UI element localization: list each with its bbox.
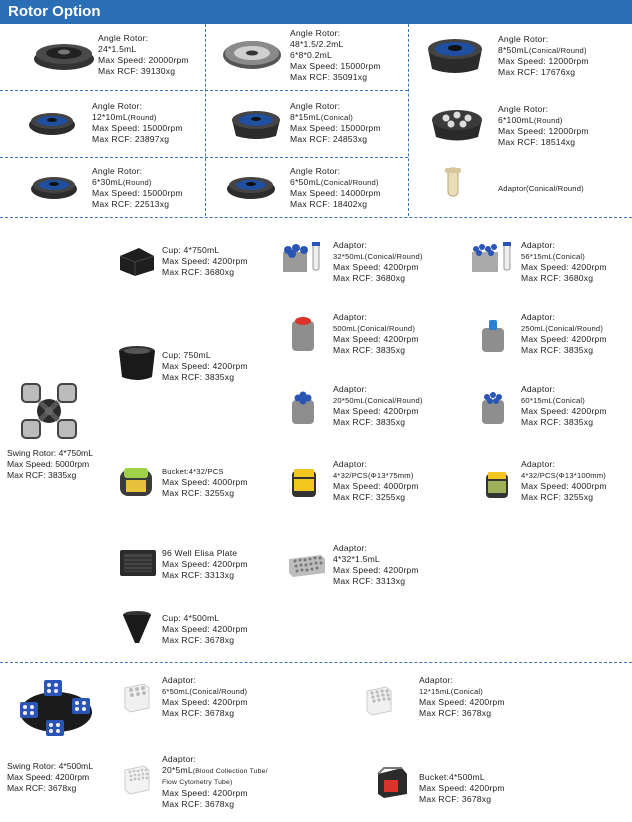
cup-image xyxy=(117,345,157,383)
divider xyxy=(0,90,408,91)
adaptor-image xyxy=(484,470,510,500)
angle-rotor-spec: Angle Rotor:12*10mL(Round)Max Speed: 150… xyxy=(92,101,183,144)
divider xyxy=(205,24,206,216)
angle-rotor-image xyxy=(30,172,78,200)
adaptor-image xyxy=(479,390,507,426)
elisa-plate-image xyxy=(118,548,158,578)
header-bar: Rotor Option xyxy=(0,0,632,24)
adaptor-label: Adaptor(Conical/Round) xyxy=(498,184,584,193)
swing500-item-spec: Adaptor:12*15mL(Conical)Max Speed: 4200r… xyxy=(419,675,505,718)
adaptor-image xyxy=(443,166,463,200)
angle-rotor-image xyxy=(228,106,284,140)
angle-rotor-image xyxy=(429,104,485,142)
swing500-item-spec: Adaptor:6*50mL(Conical/Round)Max Speed: … xyxy=(162,675,248,718)
swing500-item-spec: Adaptor:20*5mL(Blood Collection Tube/Flo… xyxy=(162,754,268,809)
cup-image xyxy=(121,610,153,646)
divider xyxy=(0,662,632,663)
swing-rotor-750-image xyxy=(20,382,78,440)
angle-rotor-spec: Angle Rotor:6*50mL(Conical/Round)Max Spe… xyxy=(290,166,381,209)
swing750-item-spec: Adaptor:500mL(Conical/Round)Max Speed: 4… xyxy=(333,312,419,355)
angle-rotor-image xyxy=(424,33,486,75)
adaptor-image xyxy=(290,467,318,499)
divider xyxy=(408,24,409,216)
adaptor-image xyxy=(468,240,518,276)
angle-rotor-image xyxy=(222,35,282,71)
swing750-item-spec: Adaptor:250mL(Conical/Round)Max Speed: 4… xyxy=(521,312,607,355)
adaptor-image xyxy=(364,683,394,717)
adaptor-image xyxy=(290,313,316,353)
angle-rotor-spec: Angle Rotor:6*100mL(Round)Max Speed: 120… xyxy=(498,104,589,147)
adaptor-image xyxy=(279,240,329,276)
swing750-item-spec: Adaptor:4*32/PCS(Φ13*75mm)Max Speed: 400… xyxy=(333,459,419,502)
bucket-image xyxy=(118,466,154,498)
page-title: Rotor Option xyxy=(8,3,101,20)
cup-image xyxy=(117,244,157,278)
swing750-item-spec: Adaptor:60*15mL(Conical)Max Speed: 4200r… xyxy=(521,384,607,427)
angle-rotor-image xyxy=(28,108,76,136)
swing750-item-spec: Adaptor:32*50mL(Conical/Round)Max Speed:… xyxy=(333,240,423,283)
divider xyxy=(0,217,632,218)
bucket-image xyxy=(374,764,410,800)
adaptor-image xyxy=(480,318,506,354)
angle-rotor-spec: Angle Rotor:8*15mL(Conical)Max Speed: 15… xyxy=(290,101,381,144)
swing750-item-spec: Adaptor:20*50mL(Conical/Round)Max Speed:… xyxy=(333,384,423,427)
swing750-item-spec: Adaptor:56*15mL(Conical)Max Speed: 4200r… xyxy=(521,240,607,283)
swing-rotor-500-image xyxy=(16,676,96,740)
adaptor-image xyxy=(287,549,327,579)
angle-rotor-image xyxy=(226,172,276,200)
angle-rotor-image xyxy=(33,37,95,71)
angle-rotor-spec: Angle Rotor:8*50mL(Conical/Round)Max Spe… xyxy=(498,34,589,77)
swing750-item-spec: Adaptor:4*32/PCS(Φ13*100mm)Max Speed: 40… xyxy=(521,459,607,502)
adaptor-image xyxy=(122,762,152,796)
adaptor-image xyxy=(122,680,152,714)
adaptor-image xyxy=(289,390,317,426)
divider xyxy=(0,157,408,158)
angle-rotor-spec: Angle Rotor:6*30mL(Round)Max Speed: 1500… xyxy=(92,166,183,209)
